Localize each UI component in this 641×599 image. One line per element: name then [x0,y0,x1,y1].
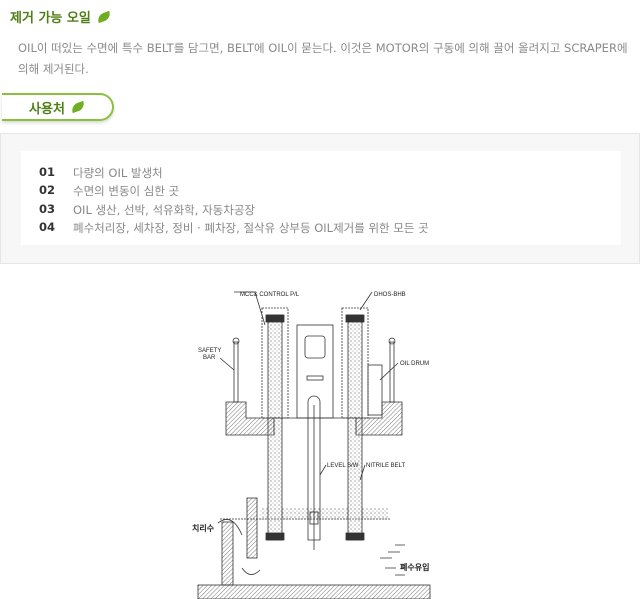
label-level-switch: LEVEL S/W [327,463,359,469]
label-wastewater-inflow: 폐수유입 [400,562,429,572]
leaf-icon [95,10,112,23]
label-mcc: MCC& CONTROL P/L [240,292,300,298]
section-title: 제거 가능 오일 [10,7,112,26]
description: OIL이 떠있는 수면에 특수 BELT를 담그면, BELT에 OIL이 묻는… [18,41,628,76]
label-nitrile-belt: NITRILE BELT [366,463,406,469]
label-safety-bar: BAR [203,355,216,361]
label-dhos: DHOS-BHB [374,292,406,298]
label-treated-water: 치리수 [192,523,215,533]
leaf-icon [69,100,86,114]
label-safety: SAFETY [198,348,221,354]
usage-button[interactable]: 사용처 [2,93,114,121]
label-oil-drum: OIL DRUM [400,361,429,367]
oil-skimmer-diagram: MCC& CONTROL P/L DHOS-BHB SAFETY BAR OIL… [192,291,431,599]
